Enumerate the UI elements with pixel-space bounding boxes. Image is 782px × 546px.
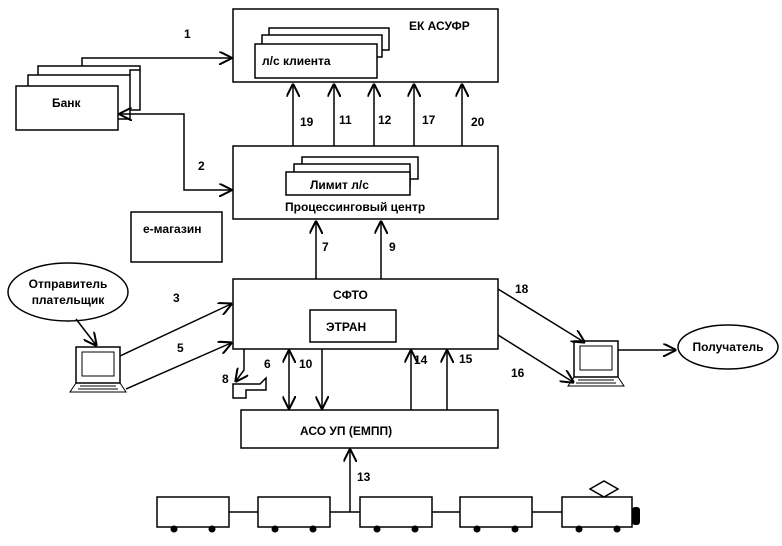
flow-label-6: 6 [264,357,271,371]
locomotive [561,480,640,533]
flow-label-19: 19 [300,115,314,129]
sfto-label: СФТО [333,288,368,302]
sender-label-line1: Отправитель [29,277,108,291]
flow-label-15: 15 [459,352,473,366]
flow-label-11: 11 [339,113,352,127]
wagon-1 [156,496,230,533]
bank-block: Банк [15,65,141,131]
client-account-label: л/с клиента [262,54,331,68]
ek-asufr-block: ЕК АСУФР л/с клиента [232,8,499,83]
flow-label-20: 20 [471,115,485,129]
flow-labels: 1 2 19 11 12 17 20 7 9 3 5 6 8 10 14 15 … [173,27,529,484]
client-account-stack: л/с клиента [254,27,390,79]
receiver-label: Получатель [693,340,764,354]
sender-computer-icon [69,346,127,393]
flow-label-14: 14 [414,353,428,367]
e-shop-block: е-магазин [130,211,223,263]
flow-label-2: 2 [198,159,205,173]
sender-ellipse: Отправитель плательщик [7,262,129,322]
etran-label: ЭТРАН [326,320,366,334]
flow-label-18: 18 [515,282,529,296]
ek-asufr-label: ЕК АСУФР [409,19,470,33]
e-shop-label: е-магазин [143,222,201,236]
flow-label-5: 5 [177,341,184,355]
printer-icon [232,376,267,399]
processing-center-block: Лимит л/с Процессинговый центр [232,145,499,220]
processing-center-label: Процессинговый центр [285,200,425,214]
flow-label-16: 16 [511,366,525,380]
flow-label-10: 10 [299,357,313,371]
bank-label: Банк [52,96,82,110]
flow-label-7: 7 [322,240,329,254]
flow-label-12: 12 [378,113,392,127]
sender-label-line2: плательщик [32,293,106,307]
aso-block: АСО УП (ЕМПП) [240,409,499,449]
flow-label-1: 1 [184,27,191,41]
flow-label-17: 17 [422,113,436,127]
flow-label-8: 8 [222,372,229,386]
flow-label-3: 3 [173,291,180,305]
flow-label-13: 13 [357,470,371,484]
limit-label: Лимит л/с [310,178,369,192]
train [156,480,640,533]
wagon-3 [359,496,433,533]
aso-label: АСО УП (ЕМПП) [300,424,392,438]
wagon-2 [257,496,331,533]
receiver-computer-icon [567,340,625,387]
sfto-block: СФТО ЭТРАН [232,278,499,350]
connectors [75,58,675,512]
flow-label-9: 9 [389,240,396,254]
receiver-ellipse: Получатель [677,324,779,370]
wagon-4 [459,496,533,533]
